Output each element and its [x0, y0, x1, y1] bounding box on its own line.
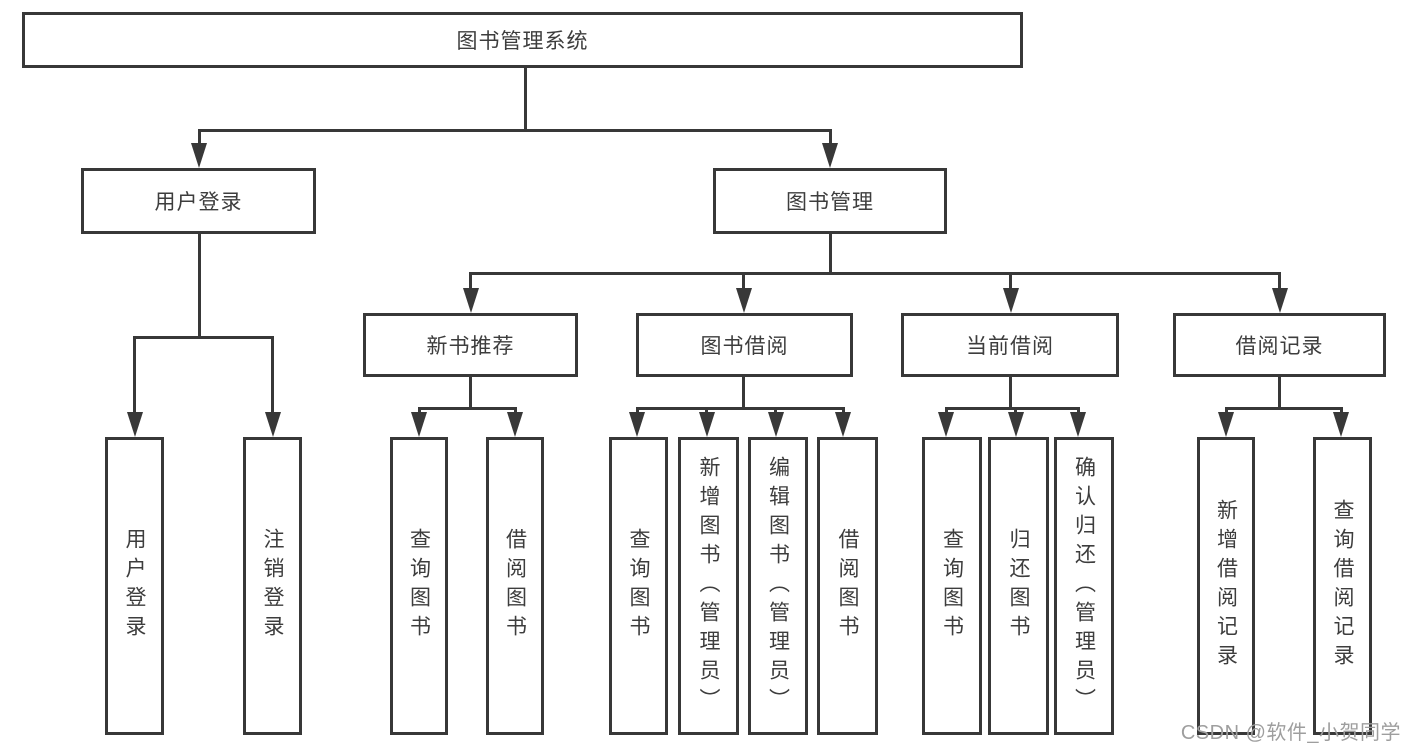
arrow-head: [1007, 412, 1024, 437]
connector-line: [469, 272, 472, 291]
leaf-node-query-book-3: 查询图书: [922, 437, 982, 735]
connector-line: [197, 129, 201, 147]
connector-line: [1009, 377, 1012, 407]
leaf-node-edit-book-admin: 编辑图书（管理员）: [748, 437, 808, 735]
connector-line: [417, 407, 421, 416]
arrow-head: [1218, 412, 1234, 437]
connector-line: [197, 234, 201, 336]
connector-line: [828, 234, 832, 272]
arrow-head: [264, 412, 281, 437]
connector-line: [133, 336, 136, 415]
connector-line: [271, 336, 274, 415]
arrow-head: [835, 412, 851, 437]
leaf-node-borrow-book-1: 借阅图书: [486, 437, 544, 735]
connector-line: [705, 407, 708, 416]
connector-line: [197, 129, 832, 132]
leaf-node-user-login: 用户登录: [105, 437, 164, 735]
branch-node-user-login: 用户登录: [81, 168, 316, 234]
connector-line: [1224, 407, 1343, 410]
group-node-new-book-recommend: 新书推荐: [363, 313, 578, 377]
connector-line: [841, 407, 845, 416]
arrow-head: [411, 412, 427, 437]
connector-line: [742, 377, 745, 407]
leaf-node-borrow-book-2: 借阅图书: [817, 437, 878, 735]
arrow-head: [767, 412, 784, 437]
arrow-head: [1002, 288, 1019, 313]
arrow-head: [698, 412, 715, 437]
arrow-head: [938, 412, 954, 437]
group-node-book-borrow: 图书借阅: [636, 313, 853, 377]
arrow-head: [1333, 412, 1349, 437]
leaf-node-add-borrow-record: 新增借阅记录: [1197, 437, 1255, 735]
leaf-node-query-borrow-record: 查询借阅记录: [1313, 437, 1372, 735]
leaf-node-add-book-admin: 新增图书（管理员）: [678, 437, 739, 735]
arrow-head: [191, 143, 207, 168]
arrow-head: [462, 288, 479, 313]
connector-line: [1224, 407, 1228, 416]
group-node-borrow-record: 借阅记录: [1173, 313, 1386, 377]
arrow-head: [629, 412, 645, 437]
connector-line: [417, 407, 517, 410]
leaf-node-return-book: 归还图书: [988, 437, 1049, 735]
arrow-head: [126, 412, 143, 437]
connector-line: [635, 407, 845, 410]
connector-line: [944, 407, 1080, 410]
connector-line: [944, 407, 948, 416]
branch-node-book-management: 图书管理: [713, 168, 947, 234]
connector-line: [828, 129, 832, 147]
connector-line: [469, 377, 472, 407]
csdn-watermark: CSDN @软件_小贺同学: [1180, 722, 1401, 744]
arrow-head: [1271, 288, 1288, 313]
connector-line: [469, 272, 1281, 275]
connector-line: [774, 407, 777, 416]
connector-line: [1009, 272, 1012, 291]
arrow-head: [1070, 412, 1086, 437]
connector-line: [1278, 272, 1281, 291]
leaf-node-query-book-1: 查询图书: [390, 437, 448, 735]
connector-line: [1076, 407, 1080, 416]
connector-line: [513, 407, 517, 416]
connector-line: [523, 68, 527, 129]
group-node-current-borrow: 当前借阅: [901, 313, 1119, 377]
connector-line: [1278, 377, 1281, 407]
connector-line: [1014, 407, 1017, 416]
connector-line: [742, 272, 745, 291]
root-node-library-system: 图书管理系统: [22, 12, 1023, 68]
connector-line: [133, 336, 274, 339]
leaf-node-query-book-2: 查询图书: [609, 437, 668, 735]
arrow-head: [822, 143, 838, 168]
arrow-head: [507, 412, 523, 437]
leaf-node-logout: 注销登录: [243, 437, 302, 735]
connector-line: [1339, 407, 1343, 416]
connector-line: [635, 407, 639, 416]
arrow-head: [735, 288, 752, 313]
leaf-node-confirm-return-admin: 确认归还（管理员）: [1054, 437, 1114, 735]
